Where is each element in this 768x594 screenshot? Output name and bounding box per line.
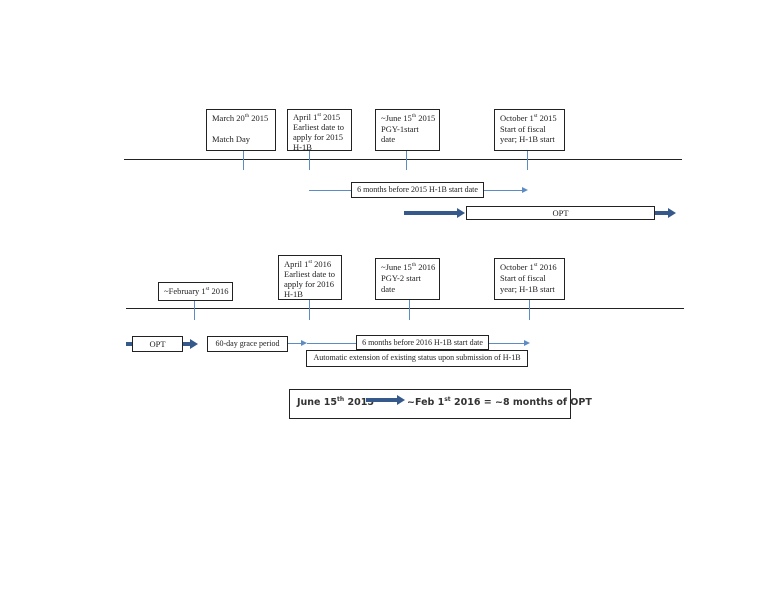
span: 60-day grace period [215, 339, 280, 348]
box-april-2016-line2: Earliest date to [284, 269, 335, 279]
timeline-2016-axis [126, 308, 684, 309]
summary-arrowhead [397, 395, 405, 405]
box-october-2016-line2: Start of fiscal [500, 273, 546, 283]
box-match-day-date: March 20 [212, 113, 245, 123]
six-months-2016-arrowhead [524, 340, 530, 346]
year: 2015 [249, 113, 269, 123]
opt-2016-box: OPT [132, 336, 183, 352]
box-april-2016-date: April 1 [284, 259, 309, 269]
sup: st [205, 286, 210, 293]
box-october-2015-line2: Start of fiscal [500, 123, 546, 134]
sup: st [533, 113, 538, 120]
year: 2016 [537, 262, 557, 272]
opt-2015-box: OPT [466, 206, 655, 220]
box-october-2015: October 1st 2015 Start of fiscal year; H… [494, 109, 565, 151]
box-february-2016: ~February 1st 2016 [158, 282, 233, 301]
tick-april-2015 [309, 151, 310, 170]
tick-february-2016 [194, 301, 195, 320]
tick-october-2015 [527, 151, 528, 170]
box-match-day: March 20th 2015 Match Day [206, 109, 276, 151]
box-october-2015-date: October 1 [500, 113, 534, 123]
span: OPT [552, 208, 569, 218]
box-match-day-label: Match Day [212, 134, 251, 144]
box-april-2016: April 1st 2016 Earliest date to apply fo… [278, 255, 342, 300]
opt-2015-arrow-left [404, 211, 458, 215]
span: OPT [149, 339, 166, 349]
sup: st [308, 259, 312, 266]
summary-arrow-line [366, 398, 398, 402]
six-months-2015-arrowhead [522, 187, 528, 193]
opt-2015-arrowhead-left [457, 208, 465, 218]
year: 2016 [416, 262, 436, 272]
box-april-2015-date: April 1 [293, 112, 318, 122]
sup: th [244, 113, 250, 120]
span: 2015 [344, 397, 374, 408]
opt-duration-summary: June 15th 2015 ~Feb 1st 2016 = ~8 months… [289, 389, 592, 419]
year: 2015 [416, 113, 436, 123]
opt-2016-arrow-left [126, 342, 132, 346]
timeline-2015-axis [124, 159, 682, 160]
box-april-2016-line3: apply for 2016 [284, 279, 335, 289]
span: Automatic extension of existing status u… [313, 353, 521, 362]
box-april-2015-line3: apply for 2015 [293, 132, 344, 142]
span: June 15 [297, 397, 338, 408]
box-june-2015-line2: PGY-1start [381, 123, 419, 134]
year: 2016 [209, 286, 229, 296]
sup: th [411, 113, 417, 120]
opt-2016-arrowhead [190, 339, 198, 349]
box-april-2015-line2: Earliest date to [293, 122, 344, 132]
box-june-2016-line3: date [381, 284, 396, 294]
box-february-2016-date: ~February 1 [164, 286, 206, 296]
grace-period-arrowhead [301, 340, 307, 346]
box-april-2016-line4: H-1B [284, 289, 303, 299]
opt-2016-arrow-right [183, 342, 191, 346]
sup: st [533, 262, 538, 269]
tick-april-2016 [309, 300, 310, 320]
automatic-extension-box: Automatic extension of existing status u… [306, 350, 528, 367]
year: 2015 [537, 113, 557, 123]
box-april-2015: April 1st 2015 Earliest date to apply fo… [287, 109, 352, 152]
span: 6 months before 2015 H-1B start date [357, 185, 478, 194]
tick-june-2015 [406, 151, 407, 170]
summary-start-date: June 15th 2015 [297, 395, 374, 408]
summary-end-text: ~Feb 1st 2016 = ~8 months of OPT [407, 395, 592, 408]
year: 2015 [321, 112, 341, 122]
opt-2015-arrow-right [655, 211, 669, 215]
grace-period-arrow-line [288, 343, 302, 344]
tick-match-day [243, 151, 244, 170]
tick-june-2016 [409, 300, 410, 320]
span: 6 months before 2016 H-1B start date [362, 338, 483, 347]
box-october-2016-line3: year; H-1B start [500, 284, 555, 294]
sup: st [444, 395, 451, 403]
box-june-2015-line3: date [381, 134, 396, 144]
box-june-2015-date: ~June 15 [381, 113, 412, 123]
six-months-2016-label: 6 months before 2016 H-1B start date [356, 335, 489, 350]
box-october-2016-date: October 1 [500, 262, 534, 272]
tick-october-2016 [529, 300, 530, 320]
year: 2016 [312, 259, 332, 269]
box-october-2016: October 1st 2016 Start of fiscal year; H… [494, 258, 565, 300]
box-june-2016-line2: PGY-2 start [381, 273, 421, 283]
box-october-2015-line3: year; H-1B start [500, 134, 555, 144]
span: 2016 = ~8 months of OPT [450, 397, 592, 408]
box-june-2016-date: ~June 15 [381, 262, 412, 272]
span: ~Feb 1 [407, 397, 445, 408]
six-months-2015-label: 6 months before 2015 H-1B start date [351, 182, 484, 198]
box-april-2015-line4: H-1B [293, 142, 312, 152]
sup: st [317, 112, 321, 119]
sup: th [337, 395, 345, 403]
box-june-2016: ~June 15th 2016 PGY-2 start date [375, 258, 440, 300]
sup: th [411, 262, 417, 269]
grace-period-box: 60-day grace period [207, 336, 288, 352]
box-june-2015: ~June 15th 2015 PGY-1start date [375, 109, 440, 151]
opt-2015-arrowhead-right [668, 208, 676, 218]
